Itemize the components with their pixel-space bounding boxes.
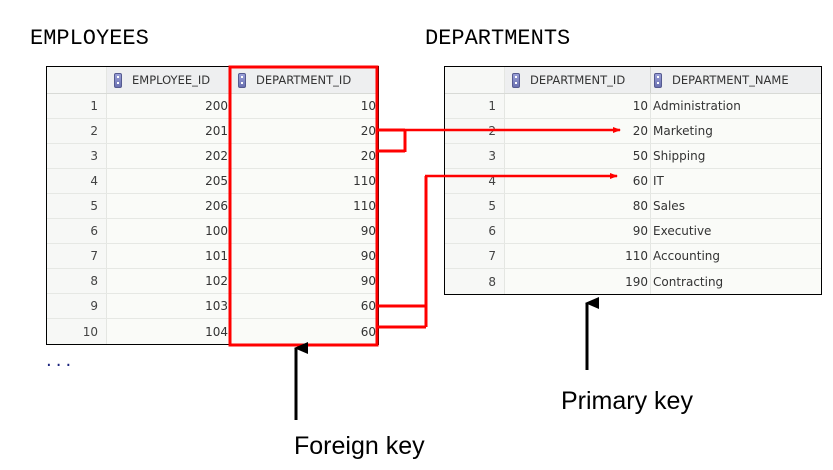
employee-id-cell[interactable]: 104 — [107, 319, 231, 344]
department-id-cell[interactable]: 10 — [505, 94, 651, 118]
employees-table: EMPLOYEE_ID DEPARTMENT_ID 1 200 10 2 201… — [46, 66, 379, 345]
employee-id-cell[interactable]: 100 — [107, 219, 231, 243]
department-id-cell[interactable]: 60 — [360, 324, 376, 339]
employee-id-cell[interactable]: 101 — [107, 244, 231, 268]
table-header: DEPARTMENT_ID DEPARTMENT_NAME — [445, 67, 821, 94]
row-number: 8 — [47, 269, 107, 293]
table-header: EMPLOYEE_ID DEPARTMENT_ID — [47, 67, 378, 94]
row-number: 2 — [445, 119, 505, 143]
row-number: 1 — [47, 94, 107, 118]
row-number: 7 — [445, 244, 505, 268]
table-row[interactable]: 10 104 60 — [47, 319, 378, 344]
department-name-cell[interactable]: Administration — [653, 99, 741, 113]
row-number: 9 — [47, 294, 107, 318]
department-name-cell[interactable]: Accounting — [653, 249, 721, 263]
rownum-header — [47, 67, 107, 93]
row-number: 5 — [445, 194, 505, 218]
department-id-cell[interactable]: 60 — [505, 169, 651, 193]
table-row[interactable]: 5 206 110 — [47, 194, 378, 219]
row-number: 1 — [445, 94, 505, 118]
department-id-cell[interactable]: 50 — [505, 144, 651, 168]
row-number: 7 — [47, 244, 107, 268]
column-header-department-id[interactable]: DEPARTMENT_ID — [231, 67, 378, 93]
row-number: 6 — [47, 219, 107, 243]
employee-id-cell[interactable]: 201 — [107, 119, 231, 143]
primary-key-label: Primary key — [561, 387, 693, 415]
department-name-cell[interactable]: Shipping — [653, 149, 706, 163]
table-row[interactable]: 1 10 Administration — [445, 94, 821, 119]
employee-id-cell[interactable]: 202 — [107, 144, 231, 168]
sort-icon[interactable] — [512, 72, 520, 88]
column-header-department-id[interactable]: DEPARTMENT_ID — [505, 67, 651, 93]
department-id-cell[interactable]: 20 — [505, 119, 651, 143]
departments-table: DEPARTMENT_ID DEPARTMENT_NAME 1 10 Admin… — [444, 66, 822, 295]
table-row[interactable]: 6 90 Executive — [445, 219, 821, 244]
department-name-cell[interactable]: IT — [653, 174, 664, 188]
column-header-department-name[interactable]: DEPARTMENT_NAME — [651, 67, 821, 93]
department-name-cell[interactable]: Marketing — [653, 124, 713, 138]
table-row[interactable]: 7 101 90 — [47, 244, 378, 269]
table-row[interactable]: 1 200 10 — [47, 94, 378, 119]
department-name-cell[interactable]: Sales — [653, 199, 685, 213]
department-id-cell[interactable]: 80 — [505, 194, 651, 218]
row-number: 3 — [445, 144, 505, 168]
row-number: 8 — [445, 269, 505, 294]
employee-id-cell[interactable]: 103 — [107, 294, 231, 318]
department-id-cell[interactable]: 110 — [505, 244, 651, 268]
table-row[interactable]: 8 102 90 — [47, 269, 378, 294]
sort-icon[interactable] — [238, 72, 246, 88]
table-row[interactable]: 4 205 110 — [47, 169, 378, 194]
sort-icon[interactable] — [114, 72, 122, 88]
employee-id-cell[interactable]: 102 — [107, 269, 231, 293]
foreign-key-label: Foreign key — [294, 432, 425, 460]
row-number: 3 — [47, 144, 107, 168]
more-rows-ellipsis: ... — [46, 350, 76, 371]
department-id-cell[interactable]: 110 — [353, 199, 376, 213]
department-id-cell[interactable]: 90 — [360, 249, 376, 263]
employee-id-cell[interactable]: 200 — [107, 94, 231, 118]
table-row[interactable]: 5 80 Sales — [445, 194, 821, 219]
department-id-cell[interactable]: 60 — [360, 299, 376, 313]
row-number: 4 — [47, 169, 107, 193]
table-row[interactable]: 3 202 20 — [47, 144, 378, 169]
table-row[interactable]: 9 103 60 — [47, 294, 378, 319]
table-row[interactable]: 7 110 Accounting — [445, 244, 821, 269]
employee-id-cell[interactable]: 206 — [107, 194, 231, 218]
table-row[interactable]: 3 50 Shipping — [445, 144, 821, 169]
row-number: 5 — [47, 194, 107, 218]
row-number: 4 — [445, 169, 505, 193]
employee-id-cell[interactable]: 205 — [107, 169, 231, 193]
department-id-cell[interactable]: 190 — [505, 269, 651, 294]
column-header-employee-id[interactable]: EMPLOYEE_ID — [107, 67, 231, 93]
department-id-cell[interactable]: 90 — [360, 224, 376, 238]
department-id-cell[interactable]: 110 — [353, 174, 376, 188]
employees-title: EMPLOYEES — [30, 26, 149, 51]
rownum-header — [445, 67, 505, 93]
department-id-cell[interactable]: 20 — [360, 149, 376, 163]
row-number: 10 — [47, 319, 107, 344]
table-row[interactable]: 2 201 20 — [47, 119, 378, 144]
table-row[interactable]: 4 60 IT — [445, 169, 821, 194]
department-name-cell[interactable]: Executive — [653, 224, 712, 238]
department-id-cell[interactable]: 90 — [360, 274, 376, 288]
table-row[interactable]: 6 100 90 — [47, 219, 378, 244]
department-id-cell[interactable]: 20 — [360, 124, 376, 138]
departments-title: DEPARTMENTS — [425, 26, 571, 51]
sort-icon[interactable] — [654, 72, 662, 88]
department-name-cell[interactable]: Contracting — [653, 274, 724, 289]
department-id-cell[interactable]: 10 — [360, 99, 376, 113]
department-id-cell[interactable]: 90 — [505, 219, 651, 243]
table-row[interactable]: 2 20 Marketing — [445, 119, 821, 144]
row-number: 2 — [47, 119, 107, 143]
table-row[interactable]: 8 190 Contracting — [445, 269, 821, 294]
row-number: 6 — [445, 219, 505, 243]
